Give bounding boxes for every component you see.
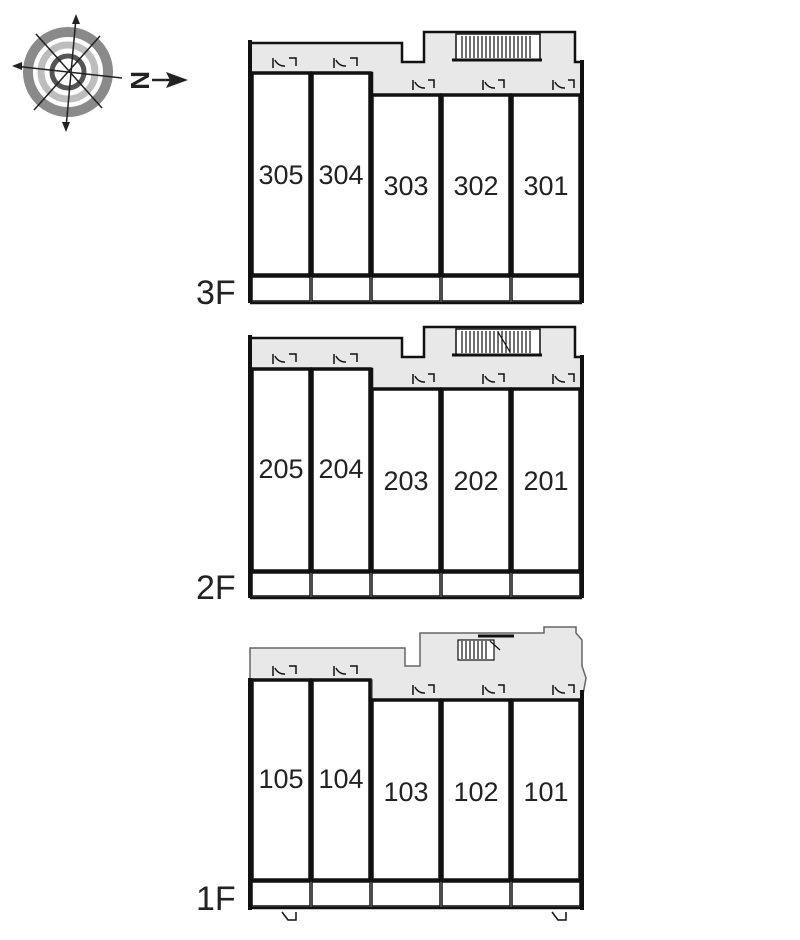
unit-label: 305: [258, 160, 303, 190]
unit-label: 302: [453, 171, 498, 201]
unit-label: 304: [318, 160, 363, 190]
balcony: [251, 881, 581, 907]
unit-101: [510, 698, 582, 882]
unit-305: [250, 71, 312, 277]
unit-label: 103: [383, 777, 428, 807]
balcony: [251, 276, 581, 302]
unit-203: [370, 387, 442, 573]
floor-3f: 305 304 303 302 301 3F: [196, 30, 584, 312]
unit-labels: 105 104 103 102 101: [258, 764, 568, 807]
unit-104: [310, 678, 372, 882]
north-arrow-icon: [152, 72, 188, 88]
compass: N: [12, 14, 188, 132]
floor-label: 2F: [196, 569, 236, 607]
unit-102: [440, 698, 512, 882]
unit-labels: 205 204 203 202 201: [258, 454, 568, 496]
unit-label: 202: [453, 466, 498, 496]
compass-rose-icon: [12, 14, 123, 132]
unit-205: [250, 367, 312, 573]
unit-105: [250, 678, 312, 882]
floor-label: 1F: [196, 880, 236, 918]
unit-label: 203: [383, 466, 428, 496]
unit-labels: 305 304 303 302 301: [258, 160, 568, 201]
balcony: [251, 572, 581, 597]
door-swing-icons: [272, 353, 575, 384]
unit-label: 303: [383, 171, 428, 201]
unit-103: [370, 698, 442, 882]
unit-201: [510, 387, 582, 573]
unit-label: 104: [318, 764, 363, 794]
floor-1f: 105 104 103 102 101 1F: [196, 626, 587, 921]
unit-304: [310, 71, 372, 277]
stair-icon: [452, 328, 542, 357]
units-row: [250, 71, 582, 277]
floor-label: 3F: [196, 274, 236, 312]
unit-label: 105: [258, 764, 303, 794]
unit-302: [440, 93, 512, 277]
door-swing-icons: [272, 665, 575, 921]
unit-label: 102: [453, 777, 498, 807]
compass-north-label: N: [125, 71, 155, 90]
unit-301: [510, 93, 582, 277]
unit-label: 101: [523, 777, 568, 807]
unit-204: [310, 367, 372, 573]
unit-label: 301: [523, 171, 568, 201]
unit-303: [370, 93, 442, 277]
unit-202: [440, 387, 512, 573]
corridor: [249, 626, 587, 701]
units-row: [250, 367, 582, 573]
floor-2f: 205 204 203 202 201 2F: [196, 325, 584, 607]
unit-label: 204: [318, 454, 363, 484]
unit-label: 205: [258, 454, 303, 484]
stair-icon: [457, 634, 514, 661]
stair-icon: [452, 33, 542, 62]
unit-label: 201: [523, 466, 568, 496]
units-row: [250, 678, 582, 882]
door-swing-icons: [272, 57, 575, 90]
